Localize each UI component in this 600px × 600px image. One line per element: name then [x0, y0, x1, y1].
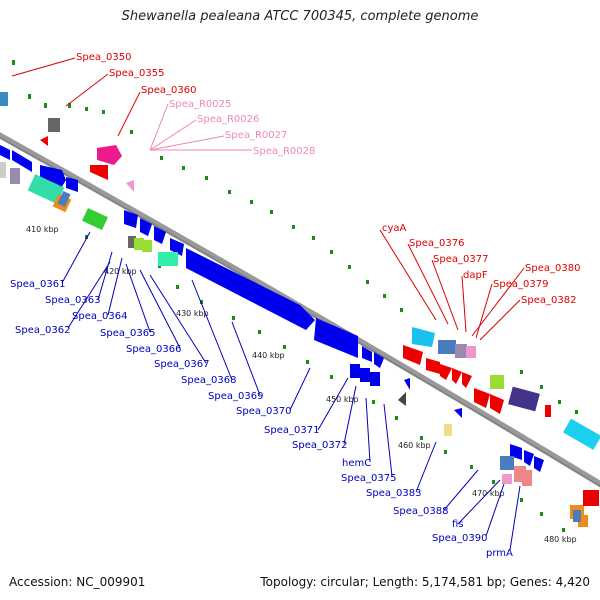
label-dapf: dapF: [463, 270, 488, 281]
genome-title: Shewanella pealeana ATCC 700345, complet…: [121, 9, 479, 24]
label-spea-0382: Spea_0382: [521, 295, 576, 306]
label-spea-0370: Spea_0370: [236, 406, 291, 417]
label-spea-0362: Spea_0362: [15, 325, 70, 336]
label-spea-0380: Spea_0380: [525, 263, 580, 274]
label-spea-0376: Spea_0376: [409, 238, 464, 249]
labels-reverse: Spea_0361 Spea_0363 Spea_0364 Spea_0362 …: [10, 279, 513, 559]
tick-430: 430 kbp: [176, 309, 209, 318]
label-spea-0350: Spea_0350: [76, 52, 131, 63]
label-spea-0371: Spea_0371: [264, 425, 319, 436]
label-spea-0361: Spea_0361: [10, 279, 65, 290]
label-prma: prmA: [486, 548, 513, 559]
label-spea-0364: Spea_0364: [72, 311, 127, 322]
label-spea-r0027: Spea_R0027: [225, 130, 287, 141]
tick-480: 480 kbp: [544, 535, 577, 544]
genome-backbone: [0, 132, 600, 488]
label-spea-0372: Spea_0372: [292, 440, 347, 451]
label-spea-r0026: Spea_R0026: [197, 114, 259, 125]
tick-410: 410 kbp: [26, 225, 59, 234]
label-spea-0367: Spea_0367: [154, 359, 209, 370]
tick-labels: 410 kbp 420 kbp 430 kbp 440 kbp 450 kbp …: [26, 225, 577, 544]
label-spea-0390: Spea_0390: [432, 533, 487, 544]
label-spea-0383: Spea_0383: [366, 488, 421, 499]
label-fis: fis: [452, 519, 464, 530]
label-spea-r0028: Spea_R0028: [253, 146, 315, 157]
tick-450: 450 kbp: [326, 395, 359, 404]
label-spea-0377: Spea_0377: [433, 254, 488, 265]
label-spea-0363: Spea_0363: [45, 295, 100, 306]
label-spea-0355: Spea_0355: [109, 68, 164, 79]
label-spea-0368: Spea_0368: [181, 375, 236, 386]
callout-lines: [11, 57, 525, 551]
label-spea-0366: Spea_0366: [126, 344, 181, 355]
label-spea-r0025: Spea_R0025: [169, 99, 231, 110]
label-spea-0388: Spea_0388: [393, 506, 448, 517]
reverse-genes: [0, 145, 588, 527]
label-spea-0379: Spea_0379: [493, 279, 548, 290]
forward-genes: [0, 92, 600, 519]
labels-rna: Spea_R0025 Spea_R0026 Spea_R0027 Spea_R0…: [169, 99, 315, 157]
label-spea-0375: Spea_0375: [341, 473, 396, 484]
label-spea-0365: Spea_0365: [100, 328, 155, 339]
tick-460: 460 kbp: [398, 441, 431, 450]
label-spea-0369: Spea_0369: [208, 391, 263, 402]
label-hemc: hemC: [342, 458, 371, 469]
accession-label: Accession: NC_009901: [9, 575, 146, 589]
label-spea-0360: Spea_0360: [141, 85, 196, 96]
genome-summary: Topology: circular; Length: 5,174,581 bp…: [260, 575, 590, 589]
labels-forward: Spea_0350 Spea_0355 Spea_0360 cyaA Spea_…: [76, 52, 580, 306]
tick-440: 440 kbp: [252, 351, 285, 360]
label-cyaa: cyaA: [382, 223, 407, 234]
tick-420: 420 kbp: [104, 267, 137, 276]
tick-470: 470 kbp: [472, 489, 505, 498]
